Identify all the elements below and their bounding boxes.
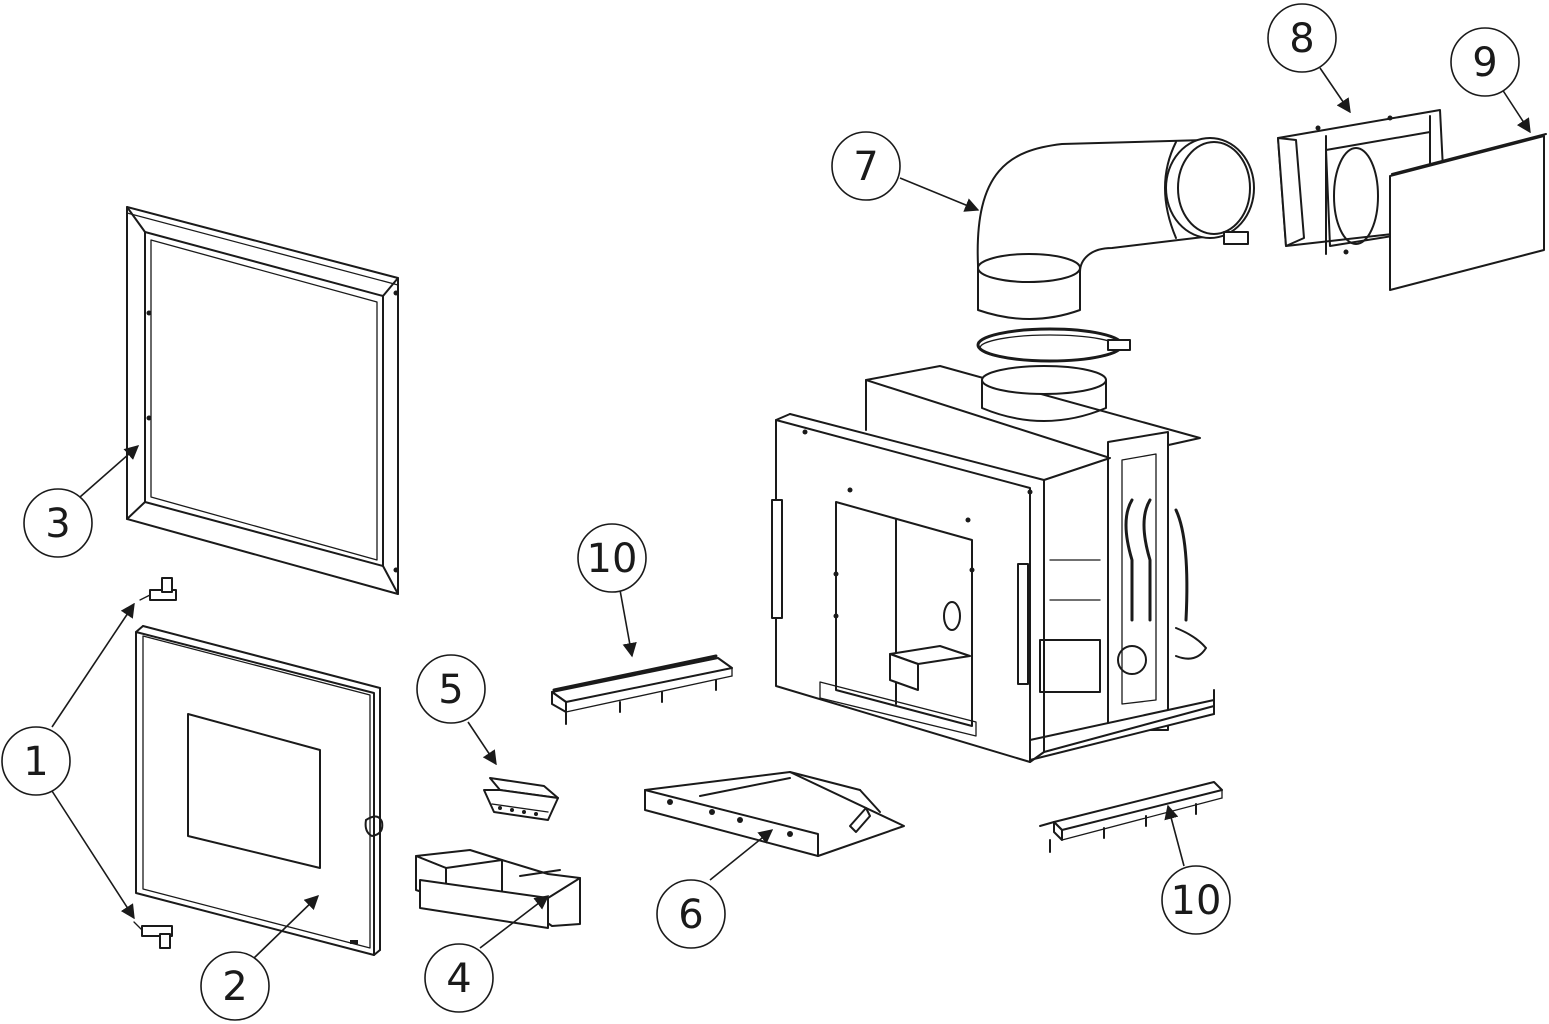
callout-3-label: 3: [45, 501, 70, 547]
leader-1-top: [51, 602, 135, 728]
leader-10b: [1164, 804, 1185, 867]
leader-3: [79, 445, 140, 498]
leader-9: [1499, 85, 1531, 134]
part-2-door: [135, 625, 384, 956]
leader-4: [479, 895, 550, 949]
leader-5: [467, 721, 497, 766]
callout-2: 2: [200, 951, 270, 1021]
part-9-cover-plate: [1389, 133, 1547, 291]
callout-2-label: 2: [222, 964, 247, 1010]
callout-5-label: 5: [438, 667, 463, 713]
callout-8: 8: [1267, 3, 1337, 73]
main-unit-body: [771, 365, 1215, 763]
callout-7: 7: [831, 131, 901, 201]
callout-1-label: 1: [23, 739, 48, 785]
part-3-frame: [126, 206, 399, 595]
callout-7-label: 7: [853, 144, 878, 190]
leader-2: [253, 894, 320, 959]
callout-4-label: 4: [446, 956, 471, 1002]
callout-3: 3: [23, 488, 93, 558]
part-5-hopper: [483, 777, 559, 821]
callout-8-label: 8: [1289, 16, 1314, 62]
callout-10a-label: 10: [587, 536, 638, 582]
callout-6-label: 6: [678, 892, 703, 938]
leader-lines: [51, 67, 1531, 959]
callout-10b-label: 10: [1171, 878, 1222, 924]
leader-7: [899, 177, 980, 212]
leader-8: [1319, 67, 1351, 114]
part-6-drawer: [644, 771, 905, 857]
callout-6: 6: [656, 879, 726, 949]
callout-5: 5: [416, 654, 486, 724]
leader-1-bottom: [51, 790, 135, 920]
part-10-rail-left: [551, 654, 733, 725]
clamp-ring: [976, 327, 1131, 363]
leader-10a: [619, 589, 637, 658]
part-10-rail-right: [1039, 781, 1223, 853]
leader-6: [709, 829, 774, 881]
callout-9-label: 9: [1472, 40, 1497, 86]
part-4-tray: [415, 849, 581, 929]
callout-1: 1: [1, 726, 71, 796]
part-1-hinge-bottom: [133, 921, 173, 949]
callout-10-left: 10: [577, 523, 647, 593]
callout-9: 9: [1450, 27, 1520, 97]
part-1-hinge-top: [139, 577, 177, 601]
callout-4: 4: [424, 943, 494, 1013]
part-7-elbow-pipe: [976, 137, 1255, 320]
callout-10-right: 10: [1161, 865, 1231, 935]
